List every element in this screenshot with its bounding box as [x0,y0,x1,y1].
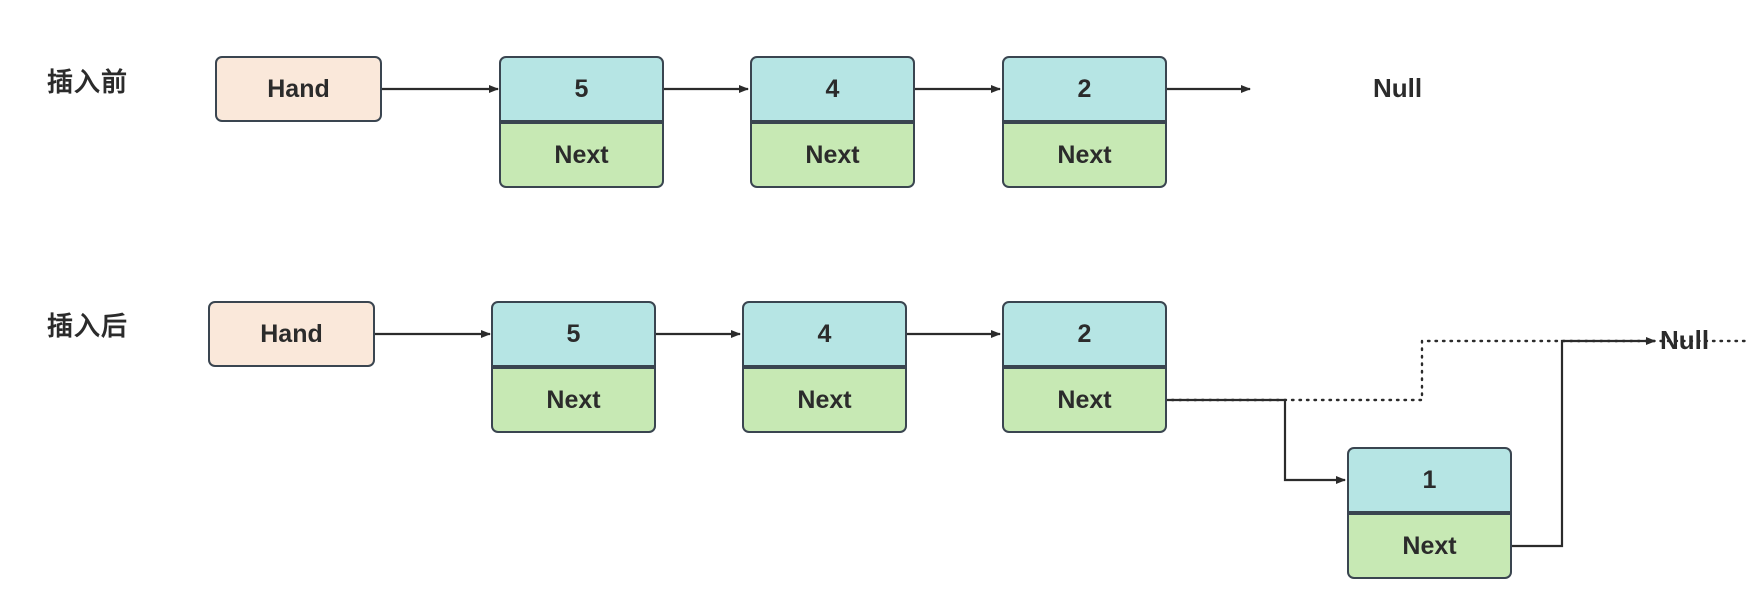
node-next-cell: Next [750,122,915,188]
node-row2-0[interactable]: 5 Next [491,301,656,433]
node-value-cell: 5 [491,301,656,367]
node-next-cell: Next [491,367,656,433]
node-value-cell: 2 [1002,301,1167,367]
wire-node1-next-to-null-row2 [1497,337,1656,548]
node-row1-0[interactable]: 5 Next [499,56,664,188]
node-next-cell: Next [742,367,907,433]
row-label-before: 插入前 [47,67,129,97]
node-row1-2[interactable]: 2 Next [1002,56,1167,188]
node-value-cell: 4 [750,56,915,122]
null-terminator-after: Null [1660,325,1710,355]
node-next-cell: Next [1347,513,1512,579]
node-value-cell: 4 [742,301,907,367]
node-value-cell: 5 [499,56,664,122]
node-next-cell: Next [499,122,664,188]
node-value-cell: 2 [1002,56,1167,122]
node-next-cell: Next [1002,122,1167,188]
node-next-cell: Next [1002,367,1167,433]
wire-node2-next-to-null-dotted-row2 [1095,339,1747,402]
node-value-cell: 1 [1347,447,1512,513]
node-row1-1[interactable]: 4 Next [750,56,915,188]
row-label-after: 插入后 [47,311,129,341]
node-row2-2[interactable]: 2 Next [1002,301,1167,433]
node-row2-3-inserted[interactable]: 1 Next [1347,447,1512,579]
hand-box-after[interactable]: Hand [208,301,375,367]
node-row2-1[interactable]: 4 Next [742,301,907,433]
hand-box-before[interactable]: Hand [215,56,382,122]
null-terminator-before: Null [1373,73,1423,103]
